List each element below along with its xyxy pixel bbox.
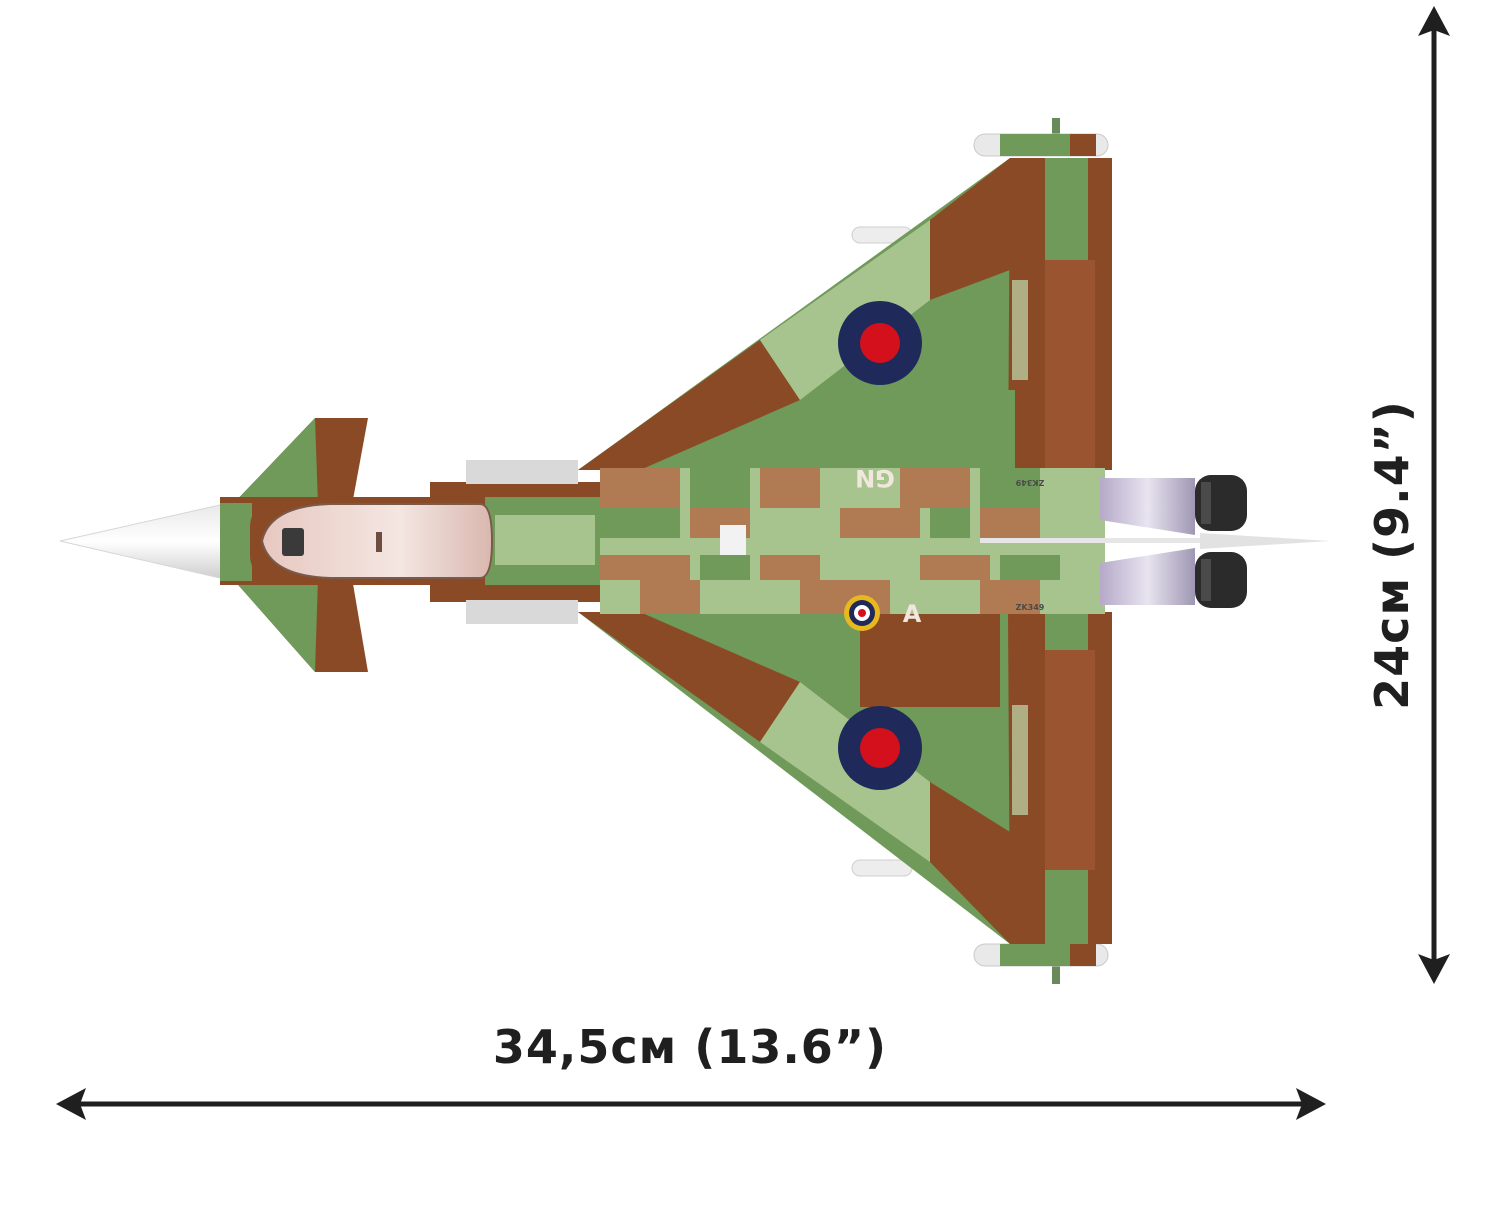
aircraft-model: GN A ZK349 ZK349 xyxy=(59,118,1330,984)
serial-marking-upper: ZK349 xyxy=(1015,478,1044,487)
roundel-fuselage xyxy=(844,595,880,631)
width-dimension-label: 34,5см (13.6”) xyxy=(492,1020,888,1074)
engine-nozzles xyxy=(1100,475,1247,608)
canard-lower xyxy=(232,578,368,672)
canard-upper xyxy=(232,418,368,505)
height-dimension-arrow xyxy=(1418,6,1450,984)
roundel-upper-wing xyxy=(838,301,922,385)
serial-marking-lower: ZK349 xyxy=(1016,603,1045,612)
code-marking-lower: A xyxy=(903,600,922,628)
cockpit xyxy=(250,497,494,585)
wing-lower xyxy=(578,612,1112,944)
missile-lower xyxy=(851,859,913,877)
wingtip-pod-bottom xyxy=(973,943,1109,984)
wing-upper xyxy=(578,158,1112,470)
intake-grey-upper xyxy=(466,460,578,484)
code-marking-upper: GN xyxy=(855,464,895,492)
nose-cone xyxy=(59,504,225,579)
roundel-lower-wing xyxy=(838,706,922,790)
nose-collar xyxy=(220,503,252,581)
wingtip-pod-top xyxy=(973,118,1109,157)
intake-grey-lower xyxy=(466,600,578,624)
width-dimension-arrow xyxy=(56,1088,1326,1120)
tail-probe xyxy=(1200,533,1330,549)
height-dimension-label: 24см (9.4”) xyxy=(1365,400,1419,710)
